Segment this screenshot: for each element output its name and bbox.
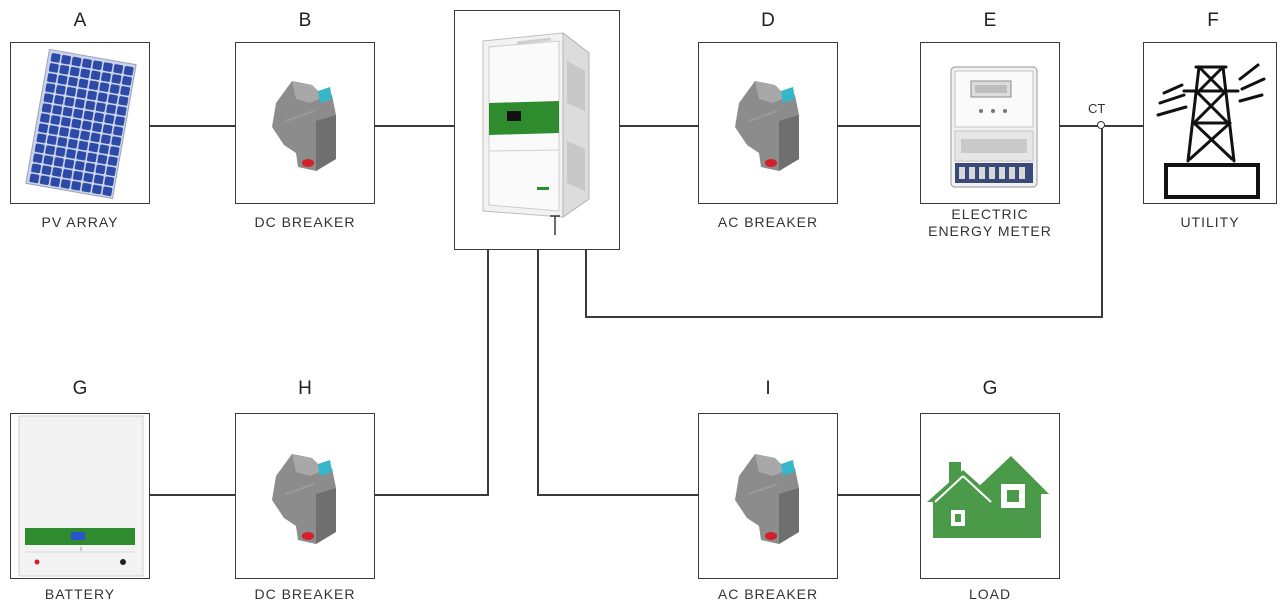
battery-box <box>10 413 150 579</box>
ac-breaker-1-label: AC BREAKER <box>717 214 819 230</box>
inverter-icon <box>482 31 590 218</box>
inverter-box <box>454 10 620 250</box>
pv-array-letter: A <box>73 10 87 31</box>
energy-meter-icon <box>950 66 1038 188</box>
utility-letter: F <box>1207 10 1219 31</box>
wire-ct-vertical <box>1101 126 1103 318</box>
wire-ct-horizontal <box>585 316 1103 318</box>
pv-array-label: PV ARRAY <box>41 214 119 230</box>
wire-ac-breaker-2-to-load <box>838 494 920 496</box>
wire-inverter-to-ac-breaker-2-vertical <box>537 250 539 496</box>
dc-breaker-2-letter: H <box>298 378 312 399</box>
breaker-icon <box>272 454 336 544</box>
wire-battery-to-dc-breaker-2 <box>150 494 235 496</box>
dc-breaker-1-box <box>235 42 375 204</box>
wire-ct-to-inverter <box>585 250 587 318</box>
battery-icon <box>18 415 144 577</box>
breaker-icon <box>735 81 799 171</box>
ac-breaker-1-letter: D <box>761 10 775 31</box>
ac-breaker-2-letter: I <box>765 378 771 399</box>
wire-pv-to-dc-breaker <box>150 125 235 127</box>
battery-letter: G <box>72 378 88 399</box>
breaker-icon <box>272 81 336 171</box>
ac-breaker-2-label: AC BREAKER <box>717 586 819 602</box>
meter-label-line1: ELECTRIC <box>951 206 1029 222</box>
wire-inverter-to-ac-breaker-2-horizontal <box>537 494 698 496</box>
wire-inverter-to-dc-breaker-2-horizontal <box>375 494 489 496</box>
battery-label: BATTERY <box>44 586 116 602</box>
transmission-tower-icon <box>1156 63 1266 199</box>
utility-box <box>1143 42 1277 204</box>
ac-breaker-2-box <box>698 413 838 579</box>
dc-breaker-1-label: DC BREAKER <box>254 214 356 230</box>
meter-box <box>920 42 1060 204</box>
dc-breaker-2-label: DC BREAKER <box>254 586 356 602</box>
ct-label: CT <box>1088 101 1106 116</box>
load-label: LOAD <box>968 586 1012 602</box>
wire-dc-breaker-to-inverter <box>375 125 454 127</box>
dc-breaker-2-box <box>235 413 375 579</box>
meter-letter: E <box>983 10 997 31</box>
dc-breaker-1-letter: B <box>298 10 312 31</box>
meter-label-line2: ENERGY METER <box>928 223 1052 239</box>
wire-inverter-to-dc-breaker-2-vertical <box>487 250 489 496</box>
inverter-terminal-icon <box>550 215 560 235</box>
breaker-icon <box>735 454 799 544</box>
meter-label: ELECTRIC ENERGY METER <box>910 206 1070 240</box>
load-box <box>920 413 1060 579</box>
solar-panel-icon <box>25 48 137 200</box>
ac-breaker-1-box <box>698 42 838 204</box>
ct-junction <box>1097 121 1105 129</box>
house-icon <box>927 456 1049 538</box>
utility-label: UTILITY <box>1180 214 1240 230</box>
wire-ac-breaker-to-meter <box>838 125 920 127</box>
load-letter: G <box>982 378 998 399</box>
pv-array-box <box>10 42 150 204</box>
wire-inverter-to-ac-breaker <box>620 125 698 127</box>
